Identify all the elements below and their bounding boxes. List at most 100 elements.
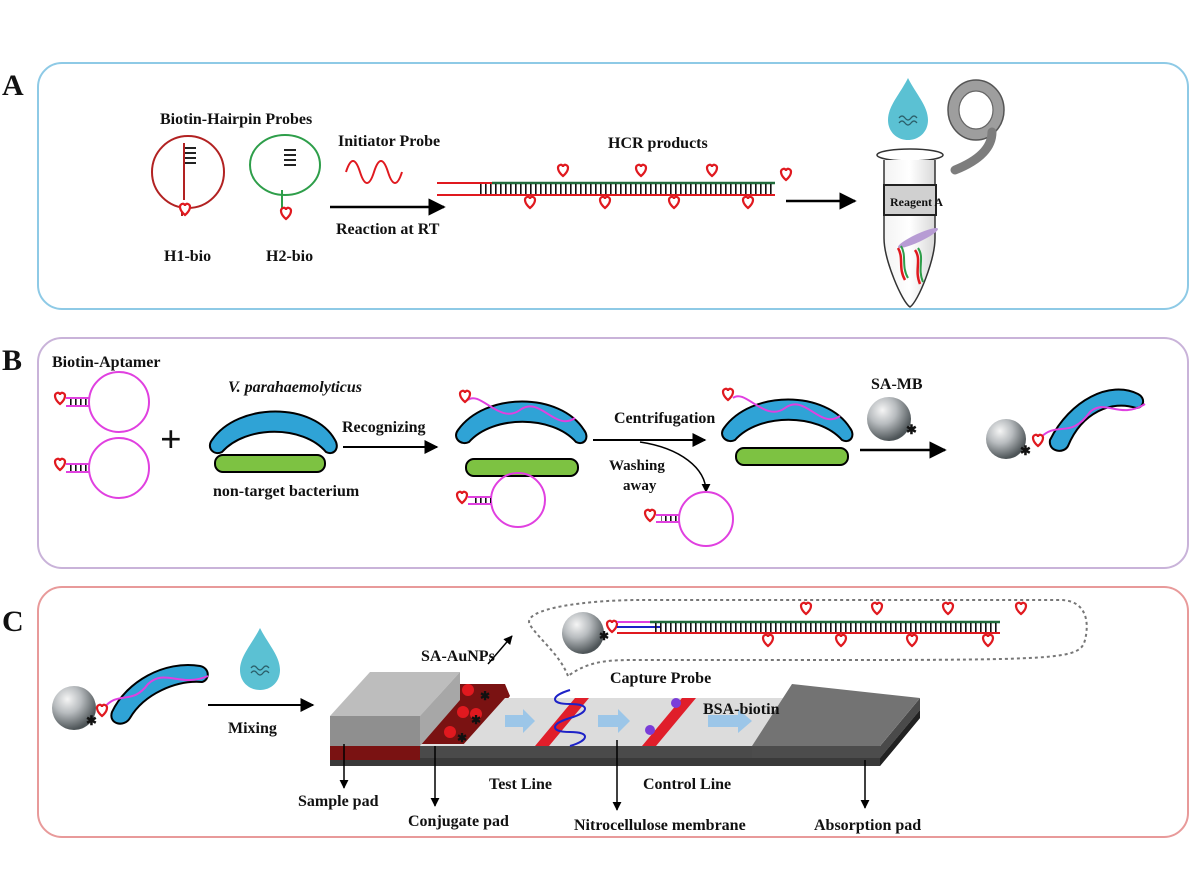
biotin-heart-icon bbox=[556, 163, 570, 178]
biotin-heart-icon bbox=[799, 601, 813, 616]
sample-pad bbox=[330, 672, 460, 716]
control-line bbox=[642, 698, 696, 746]
capture-probe-label: Capture Probe bbox=[610, 670, 711, 687]
nontarget-bacterium bbox=[465, 458, 579, 477]
biotin-heart-icon bbox=[643, 508, 657, 523]
conjugate-pad-label: Conjugate pad bbox=[408, 813, 509, 830]
nontarget-bacterium bbox=[735, 447, 849, 466]
panel-b: B Biotin-Aptamer + V. parahaemolyticus n… bbox=[2, 337, 1189, 569]
biotin-heart-icon bbox=[279, 206, 293, 221]
bsa-biotin-marks bbox=[645, 698, 681, 735]
washing-arrow bbox=[639, 441, 711, 493]
hairpin-probes-label: Biotin-Hairpin Probes bbox=[160, 111, 312, 128]
panel-b-frame bbox=[37, 337, 1189, 569]
biotin-heart-icon bbox=[834, 633, 848, 648]
biotin-heart-icon bbox=[667, 195, 681, 210]
biotin-heart-icon bbox=[1014, 601, 1028, 616]
recognizing-label: Recognizing bbox=[342, 419, 426, 436]
target-label: V. parahaemolyticus bbox=[228, 379, 362, 396]
absorption-pad-label: Absorption pad bbox=[814, 817, 921, 834]
nitro-label: Nitrocellulose membrane bbox=[574, 817, 746, 834]
panel-a-letter: A bbox=[2, 69, 24, 102]
mixing-label: Mixing bbox=[228, 720, 277, 737]
biotin-heart-icon bbox=[523, 195, 537, 210]
panel-a-frame bbox=[37, 62, 1189, 310]
control-line-label: Control Line bbox=[643, 776, 731, 793]
initiator-probe-label: Initiator Probe bbox=[338, 133, 440, 150]
biotin-heart-icon bbox=[870, 601, 884, 616]
biotin-heart-icon bbox=[53, 457, 67, 472]
sa-mb-label: SA-MB bbox=[871, 376, 923, 393]
reaction-label: Reaction at RT bbox=[336, 221, 440, 238]
washing-label-2: away bbox=[623, 478, 657, 494]
magnetic-bead-icon bbox=[986, 419, 1026, 459]
svg-text:✱: ✱ bbox=[480, 689, 490, 703]
biotin-heart-icon bbox=[981, 633, 995, 648]
biotin-heart-icon bbox=[53, 391, 67, 406]
h2-hairpin-probe bbox=[249, 134, 321, 221]
nontarget-bacterium bbox=[214, 454, 326, 473]
biotin-heart-icon bbox=[455, 490, 469, 505]
biotin-heart-icon bbox=[721, 387, 735, 402]
panel-c: C ✱ Mixing bbox=[2, 586, 1189, 838]
zoomed-hcr-complex: ✱ bbox=[562, 601, 1028, 654]
streptavidin-mark: ✱ bbox=[906, 422, 917, 437]
sa-aunps-pointer bbox=[487, 635, 513, 665]
nontarget-label: non-target bacterium bbox=[213, 483, 360, 500]
aptamer-probe bbox=[53, 437, 150, 499]
biotin-heart-icon bbox=[95, 703, 109, 718]
panel-c-letter: C bbox=[2, 605, 24, 638]
biotin-heart-icon bbox=[905, 633, 919, 648]
aptamer-bound-bacterium bbox=[455, 389, 588, 444]
centrifugation-label: Centrifugation bbox=[614, 410, 715, 427]
test-line bbox=[535, 698, 589, 746]
droplet-icon bbox=[239, 627, 281, 691]
au-nanoparticles bbox=[444, 684, 482, 738]
panel-b-letter: B bbox=[2, 344, 22, 377]
panel-a: A Biotin-Hairpin Probes H1-bio bbox=[2, 62, 1189, 310]
biotin-heart-icon bbox=[779, 167, 793, 182]
plus-sign: + bbox=[160, 419, 182, 461]
bead-aptamer-bacterium-complex: ✱ bbox=[986, 388, 1146, 459]
biotin-heart-icon bbox=[761, 633, 775, 648]
streptavidin-mark: ✱ bbox=[1020, 443, 1031, 458]
zoom-outline bbox=[528, 599, 1088, 677]
svg-text:✱: ✱ bbox=[471, 713, 481, 727]
initiator-wave bbox=[345, 160, 403, 184]
aptamer-probe bbox=[53, 371, 150, 433]
bsa-biotin-label: BSA-biotin bbox=[703, 701, 780, 718]
biotin-heart-icon bbox=[741, 195, 755, 210]
droplet-icon bbox=[887, 77, 929, 141]
svg-text:✱: ✱ bbox=[599, 629, 609, 643]
tube-icon: Reagent A bbox=[876, 148, 944, 308]
magnet-ring-icon bbox=[947, 79, 1005, 175]
biotin-heart-icon bbox=[634, 163, 648, 178]
aptamer-probe bbox=[643, 491, 734, 547]
biotin-heart-icon bbox=[1031, 433, 1045, 448]
test-strip-icon: ✱ ✱ ✱ bbox=[330, 672, 920, 766]
aptamer-probe bbox=[455, 472, 546, 528]
magnetic-bead-icon bbox=[562, 612, 604, 654]
reagent-label: Reagent A bbox=[890, 195, 943, 209]
h1-label: H1-bio bbox=[164, 248, 211, 265]
hcr-product bbox=[437, 163, 793, 210]
biotin-heart-icon bbox=[941, 601, 955, 616]
target-bacterium bbox=[208, 410, 338, 454]
bead-aptamer-bacterium-complex: ✱ bbox=[52, 664, 209, 730]
panel-c-frame bbox=[37, 586, 1189, 838]
sa-aunps-label: SA-AuNPs bbox=[421, 648, 495, 665]
flow-arrows bbox=[505, 709, 752, 733]
sample-pad-label: Sample pad bbox=[298, 793, 379, 810]
streptavidin-marks: ✱ ✱ ✱ bbox=[457, 689, 490, 745]
magnetic-bead-icon bbox=[52, 686, 96, 730]
absorption-pad bbox=[752, 684, 920, 746]
magnetic-bead-icon bbox=[867, 397, 911, 441]
svg-text:✱: ✱ bbox=[457, 731, 467, 745]
capture-probe-coil bbox=[554, 689, 586, 747]
hcr-products-label: HCR products bbox=[608, 135, 708, 152]
washing-label-1: Washing bbox=[609, 458, 665, 474]
streptavidin-mark: ✱ bbox=[86, 713, 97, 728]
h1-hairpin-probe bbox=[151, 135, 225, 217]
aptamer-bound-bacterium bbox=[721, 387, 854, 442]
